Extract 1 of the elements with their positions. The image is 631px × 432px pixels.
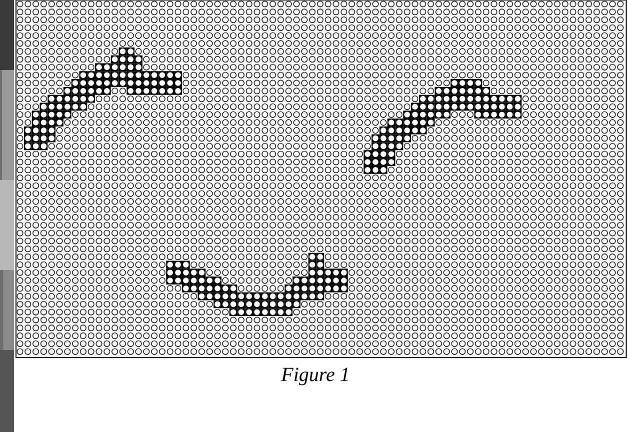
figure-caption: Figure 1 <box>280 364 351 387</box>
